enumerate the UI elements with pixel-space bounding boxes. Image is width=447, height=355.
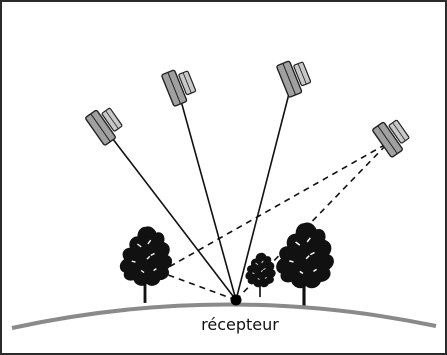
receiver-label: récepteur: [201, 315, 279, 334]
direct-signal-line: [235, 81, 293, 301]
direct-signal-line: [105, 129, 237, 301]
direct-signal-line: [177, 89, 237, 301]
ground-curve: [11, 302, 437, 330]
reflected-signal-line: [159, 271, 237, 301]
direct-signal-lines: [105, 81, 293, 301]
receiver-dot: [230, 294, 242, 306]
